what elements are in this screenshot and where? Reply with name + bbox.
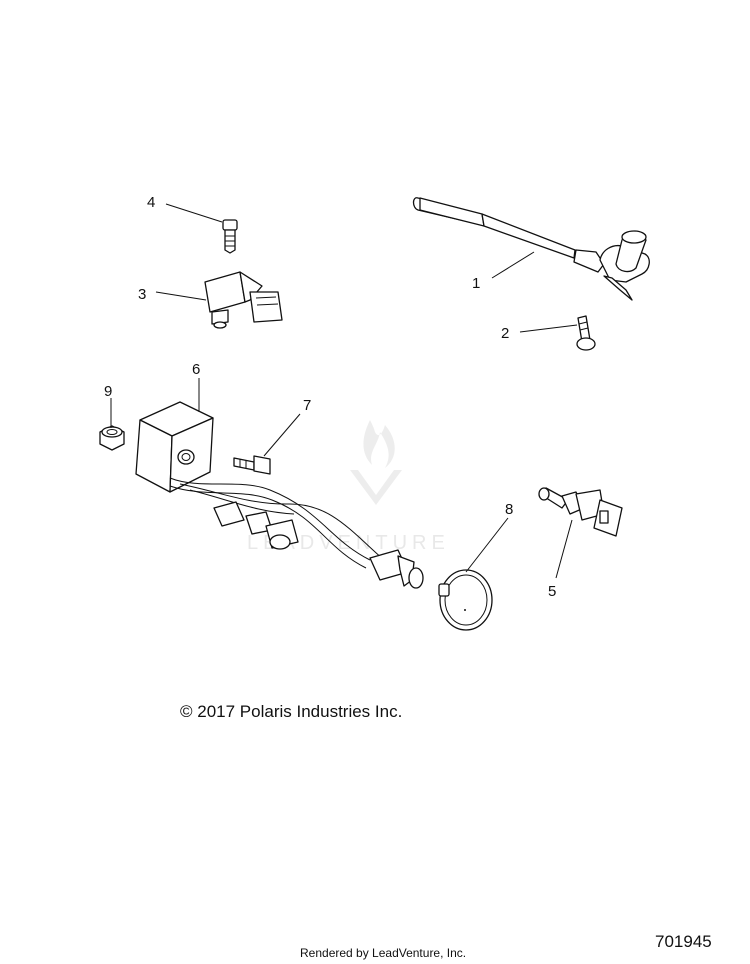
part-2-bolt xyxy=(576,315,596,351)
part-9-nut xyxy=(99,425,125,451)
part-6-control-module xyxy=(135,401,424,589)
part-5-temp-sensor xyxy=(538,487,623,537)
part-4-bolt xyxy=(222,219,238,254)
callout-5: 5 xyxy=(548,583,556,600)
leader-line-1 xyxy=(491,251,535,279)
leader-line-8 xyxy=(465,517,509,573)
callout-6: 6 xyxy=(192,361,200,378)
leader-line-2 xyxy=(519,324,578,333)
callout-4: 4 xyxy=(147,194,155,211)
callout-3: 3 xyxy=(138,286,146,303)
callout-9: 9 xyxy=(104,383,112,400)
leader-line-7 xyxy=(263,413,301,457)
copyright-text: © 2017 Polaris Industries Inc. xyxy=(180,702,403,721)
part-3-map-sensor xyxy=(204,271,283,329)
part-1-speed-sensor xyxy=(412,197,650,301)
diagram-id: 701945 xyxy=(655,932,712,951)
callout-7: 7 xyxy=(303,397,311,414)
callout-8: 8 xyxy=(505,501,513,518)
callout-2: 2 xyxy=(501,325,509,342)
rendered-by-text: Rendered by LeadVenture, Inc. xyxy=(300,946,467,960)
part-7-bolt xyxy=(233,455,271,475)
leader-line-3 xyxy=(155,291,207,301)
part-8-clamp xyxy=(438,569,493,631)
callout-1: 1 xyxy=(472,275,480,292)
leader-line-5 xyxy=(555,519,573,579)
leader-line-4 xyxy=(165,203,223,223)
